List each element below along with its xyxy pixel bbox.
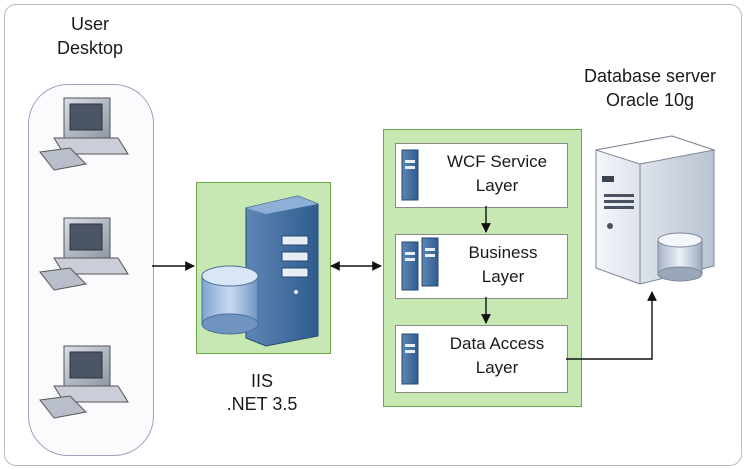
data-access-server-icon [401,333,419,385]
data-access-line1: Data Access [449,334,545,353]
wcf-line2: Layer [475,176,519,195]
wcf-server-icon [401,149,419,201]
iis-line1: IIS [250,371,273,391]
database-server-icon [595,135,716,285]
db-server-label: Database server Oracle 10g [560,64,740,112]
wcf-service-layer [395,143,568,208]
user-desktop-label: User Desktop [40,12,140,60]
wcf-service-layer-label: WCF Service Layer [432,150,562,198]
business-server-icon [401,237,439,291]
business-line1: Business [468,243,538,262]
user-desktop-line1: User [70,14,109,34]
desktop-computer-icon [39,217,129,291]
data-access-layer-label: Data Access Layer [432,332,562,380]
db-server-line1: Database server [583,66,717,86]
business-line2: Layer [481,267,525,286]
desktop-computer-icon [39,97,129,171]
db-server-line2: Oracle 10g [605,90,695,110]
data-access-layer [395,325,568,393]
data-access-to-db-arrow [566,291,657,360]
desktop-computer-icon [39,345,129,419]
iis-label: IIS .NET 3.5 [212,370,312,416]
wcf-line1: WCF Service [446,152,548,171]
user-desktop-line2: Desktop [56,38,124,58]
data-access-line2: Layer [475,358,519,377]
iis-line2: .NET 3.5 [226,394,298,414]
iis-server-icon [245,195,319,347]
business-layer-label: Business Layer [440,241,566,289]
database-cylinder-icon [201,265,259,335]
